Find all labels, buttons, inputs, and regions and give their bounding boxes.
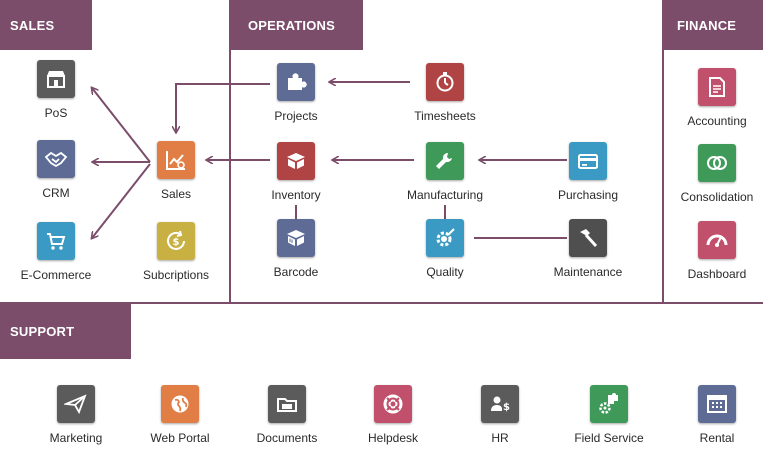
stopwatch-icon	[426, 63, 464, 101]
invoice-icon	[698, 68, 736, 106]
module-label: Purchasing	[557, 188, 619, 202]
module-label: Field Service	[574, 431, 644, 445]
module-label: Timesheets	[414, 109, 476, 123]
paper-plane-icon	[57, 385, 95, 423]
module-label: Rental	[699, 431, 735, 445]
module-label: Marketing	[49, 431, 103, 445]
section-title-finance: FINANCE	[677, 17, 737, 33]
module-label: Barcode	[273, 265, 319, 279]
module-label: Consolidation	[680, 190, 754, 204]
lifebuoy-icon	[374, 385, 412, 423]
module-label: Manufacturing	[406, 188, 484, 202]
svg-text:$: $	[173, 237, 180, 248]
module-label: Web Portal	[150, 431, 210, 445]
cart-icon	[37, 222, 75, 260]
overlap-circles-icon	[698, 144, 736, 182]
section-title-sales: SALES	[10, 17, 55, 33]
finance-left-border	[662, 0, 664, 302]
section-tab-support: SUPPORT	[0, 303, 131, 359]
folder-icon	[268, 385, 306, 423]
credit-card-icon	[569, 142, 607, 180]
module-label: Accounting	[687, 114, 747, 128]
module-label: Dashboard	[687, 267, 747, 281]
person-dollar-icon: $	[481, 385, 519, 423]
module-label: Maintenance	[553, 265, 623, 279]
module-label: HR	[491, 431, 509, 445]
operations-left-border	[229, 0, 231, 302]
module-label: Projects	[274, 109, 318, 123]
section-title-operations: OPERATIONS	[248, 17, 335, 33]
module-label: Subcriptions	[142, 268, 210, 282]
gear-puzzle-icon	[590, 385, 628, 423]
module-label: Documents	[256, 431, 318, 445]
arrow-projects-to-sales	[176, 83, 270, 132]
module-label: E-Commerce	[20, 268, 92, 282]
svg-text:$: $	[503, 402, 510, 413]
support-top-border	[0, 302, 763, 304]
section-tab-finance: FINANCE	[663, 0, 763, 50]
handshake-icon	[37, 140, 75, 178]
store-icon	[37, 60, 75, 98]
module-label: Helpdesk	[367, 431, 419, 445]
wrench-icon	[426, 142, 464, 180]
section-tab-sales: SALES	[0, 0, 92, 50]
module-label: PoS	[44, 106, 68, 120]
section-title-support: SUPPORT	[10, 323, 75, 339]
puzzle-icon	[277, 63, 315, 101]
quality-gear-icon	[426, 219, 464, 257]
module-label: Quality	[426, 265, 464, 279]
arrow-sales-to-pos	[92, 88, 151, 163]
gauge-icon	[698, 221, 736, 259]
section-tab-operations: OPERATIONS	[230, 0, 363, 50]
module-label: Inventory	[271, 188, 321, 202]
hammer-icon	[569, 219, 607, 257]
coin-refresh-icon: $	[157, 222, 195, 260]
module-label: Sales	[160, 187, 192, 201]
module-label: CRM	[42, 186, 70, 200]
chart-icon	[157, 141, 195, 179]
calendar-grid-icon	[698, 385, 736, 423]
globe-icon	[161, 385, 199, 423]
arrow-sales-to-ecommerce	[92, 163, 151, 238]
barcode-box-icon	[277, 219, 315, 257]
box-icon	[277, 142, 315, 180]
